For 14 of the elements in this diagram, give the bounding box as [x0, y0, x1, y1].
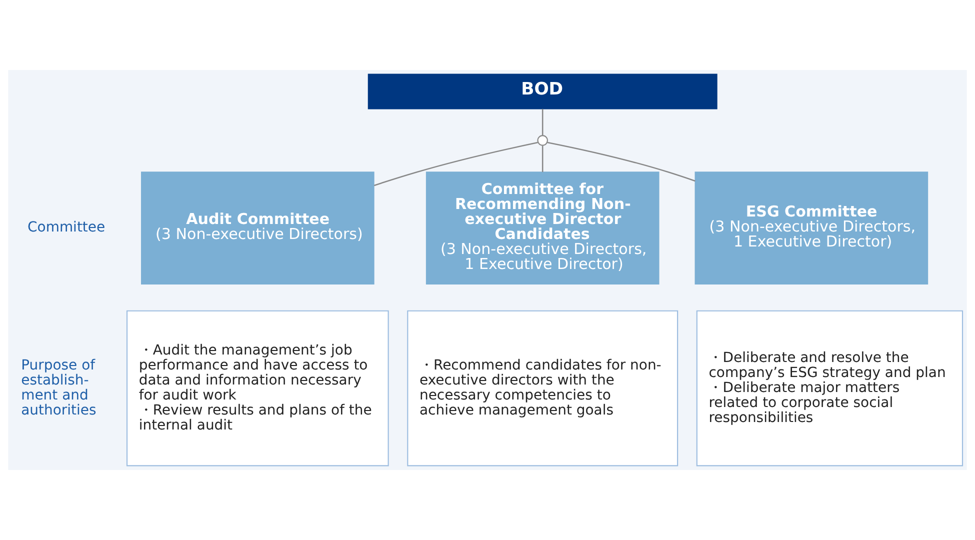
- label: Purpose of establish- ment and authorities: [21, 357, 96, 419]
- connector: [542, 108, 544, 136]
- node-box: ・Recommend candidates for non-executive directors with the necessary competencies to achieve management goals: [407, 310, 678, 466]
- node-box: Committee for Recommending Non-executive Director Candidates (3 Non-executive Directors, 1 Executive Director): [426, 172, 660, 285]
- connector: [547, 142, 696, 182]
- node-box: ESG Committee (3 Non-executive Directors, 1 Executive Director): [694, 172, 928, 285]
- connector: [374, 142, 538, 186]
- label: Committee: [28, 220, 106, 236]
- node-box: Audit Committee (3 Non-executive Directors): [141, 172, 374, 285]
- connector: [542, 146, 544, 172]
- node-circle: [537, 135, 548, 146]
- node-box: BOD: [368, 74, 718, 110]
- node-box: ・Deliberate and resolve the company’s ESG strategy and plan ・Deliberate major matters related to corporate social responsibilities: [696, 310, 964, 466]
- node-box: ・Audit the management’s job performance and have access to data and information necessary for audit work ・Review results and plans of the internal audit: [126, 310, 389, 466]
